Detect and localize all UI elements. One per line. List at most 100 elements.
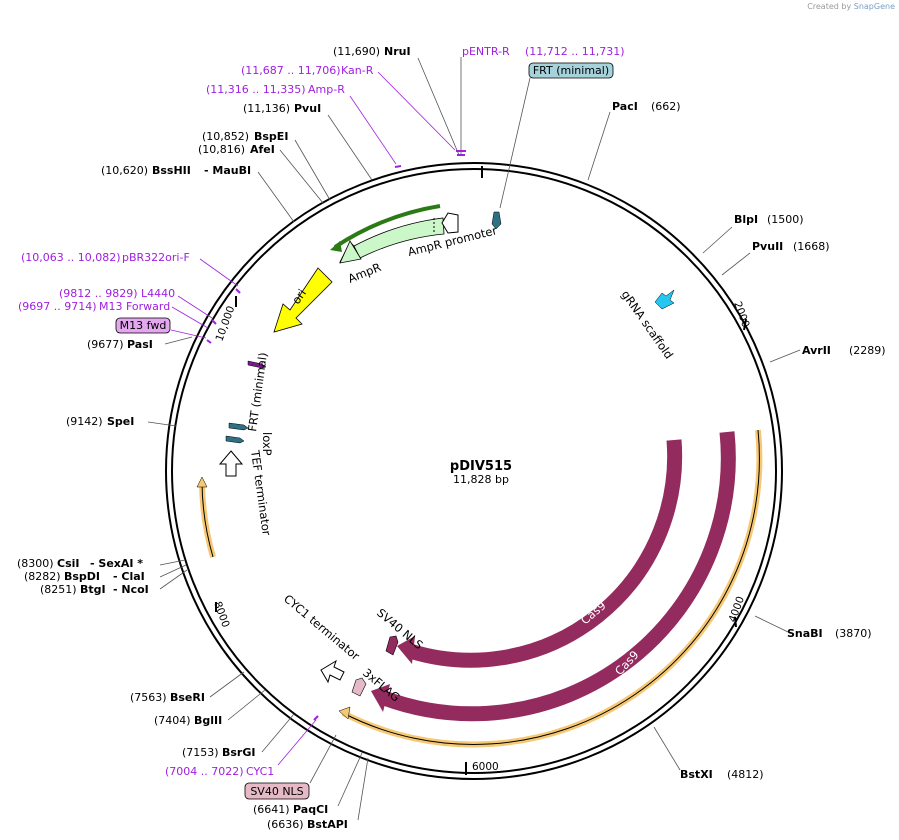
- tick-6000: 6000: [472, 761, 499, 773]
- ampr-feature: [339, 217, 445, 264]
- site-clai: - ClaI: [113, 570, 145, 583]
- primer-l4440-range: (9812 .. 9829): [59, 287, 138, 300]
- threexflag-marker: [351, 677, 367, 697]
- sv40-box: [244, 782, 310, 800]
- site-spei: SpeI: [107, 415, 134, 428]
- site-pasi: PasI: [127, 338, 153, 351]
- sv40-box-label: SV40 NLS: [250, 785, 303, 798]
- site-afei: AfeI: [250, 143, 275, 156]
- site-bsrgi-pos: (7153): [182, 746, 219, 759]
- site-pvuii: PvuII: [752, 240, 783, 253]
- tef-terminator-arrow: [218, 450, 244, 477]
- orf-arcs: [196, 204, 763, 748]
- cas9-inner: [397, 439, 683, 668]
- site-ncoi: - NcoI: [113, 583, 149, 596]
- m13-box-label: M13 fwd: [120, 319, 167, 332]
- site-snabi: SnaBI: [787, 627, 823, 640]
- site-pasi-pos: (9677): [87, 338, 124, 351]
- site-maubi: - MauBI: [204, 164, 251, 177]
- primer-kan-r: Kan-R: [341, 64, 374, 77]
- primer-cyc1: CYC1: [246, 765, 274, 778]
- plasmid-length: 11,828 bp: [453, 473, 509, 486]
- primer-l4440: L4440: [141, 287, 175, 300]
- site-nrui: NruI: [384, 45, 411, 58]
- site-paqci-pos: (6641): [253, 803, 290, 816]
- frt-top-range: (11,712 .. 11,731): [525, 45, 625, 58]
- frt-box-label: FRT (minimal): [533, 64, 609, 77]
- primer-amp-r: Amp-R: [308, 83, 345, 96]
- m13-box: [115, 317, 171, 334]
- frt-top-marker: [491, 211, 502, 230]
- site-avrii-pos: (2289): [849, 344, 886, 357]
- primer-pbr322: pBR322ori-F: [122, 251, 190, 264]
- tick-10000: 10,000: [214, 304, 238, 343]
- grna-scaffold-arrow: [654, 289, 675, 310]
- site-paci-pos: (662): [651, 100, 681, 113]
- site-pvuii-pos: (1668): [793, 240, 830, 253]
- primer-kan-r-range: (11,687 .. 11,706): [241, 64, 341, 77]
- plasmid-name: pDIV515: [450, 459, 512, 474]
- site-csii-pos: (8300): [17, 557, 54, 570]
- site-afei-pos: (10,816): [198, 143, 245, 156]
- site-bstxi-pos: (4812): [727, 768, 764, 781]
- primer-pentr-r: pENTR-R: [462, 45, 510, 58]
- credit: Created by SnapGene: [807, 2, 895, 11]
- ori-feature: [273, 267, 333, 333]
- frt-box: [528, 62, 614, 79]
- site-bstapi: BstAPI: [307, 818, 348, 831]
- site-bsshii: BssHII: [152, 164, 191, 177]
- site-btgi-pos: (8251): [40, 583, 77, 596]
- orf-arc-left-arrow: [196, 476, 208, 488]
- primer-pbr322-range: (10,063 .. 10,082): [21, 251, 121, 264]
- site-bseri-pos: (7563): [130, 691, 167, 704]
- site-spei-pos: (9142): [66, 415, 103, 428]
- primer-m13-forward-range: (9697 .. 9714): [18, 300, 97, 313]
- site-bglii: BglII: [194, 714, 222, 727]
- ampr-label: AmpR: [346, 260, 383, 286]
- site-paqci: PaqCI: [293, 803, 328, 816]
- primer-amp-r-range: (11,316 .. 11,335): [206, 83, 306, 96]
- site-bspdi: BspDI: [64, 570, 100, 583]
- leader-lines: [147, 57, 801, 821]
- sv40-nls-marker: [385, 635, 399, 656]
- backbone-ticks: [215, 166, 747, 775]
- site-bseri: BseRI: [170, 691, 205, 704]
- site-nrui-pos: (11,690): [333, 45, 380, 58]
- site-csii: CsiI: [57, 557, 79, 570]
- cyc1-terminator-arrow: [320, 659, 345, 684]
- site-bspei-pos: (10,852): [202, 130, 249, 143]
- site-pvui-a: PvuI: [294, 102, 321, 115]
- site-btgi: BtgI: [80, 583, 106, 596]
- site-bspdi-pos: (8282): [24, 570, 61, 583]
- site-sexai: - SexAI *: [90, 557, 143, 570]
- cyc1-terminator-label: CYC1 terminator: [281, 592, 362, 664]
- ampr-orf-arc: [333, 204, 441, 249]
- site-bsshii-pos: (10,620): [101, 164, 148, 177]
- site-snabi-pos: (3870): [835, 627, 872, 640]
- tef-terminator-label: TEF terminator: [248, 448, 274, 536]
- orf-arc-right-arrow: [338, 706, 351, 720]
- site-avrii: AvrII: [802, 344, 831, 357]
- primer-leaders: [170, 71, 456, 766]
- site-blpi: BlpI: [734, 213, 758, 226]
- site-paci: PacI: [612, 100, 638, 113]
- primer-m13-forward: M13 Forward: [99, 300, 170, 313]
- site-bspei: BspEI: [254, 130, 288, 143]
- ampr-promoter-arrow: [441, 212, 459, 234]
- site-bglii-pos: (7404): [154, 714, 191, 727]
- primer-markers: [206, 150, 466, 721]
- frt-minimal-marker: [247, 360, 267, 369]
- backbone: [165, 162, 783, 780]
- frt-marker-2: [228, 422, 249, 431]
- snapgene-logo: SnapGene: [853, 2, 895, 11]
- orf-arc-left: [199, 482, 216, 558]
- site-bstxi: BstXI: [680, 768, 713, 781]
- site-pvui-a-pos: (11,136): [243, 102, 290, 115]
- loxp-marker: [225, 435, 245, 444]
- site-blpi-pos: (1500): [767, 213, 804, 226]
- primer-cyc1-range: (7004 .. 7022): [165, 765, 244, 778]
- cas9-outer: [371, 431, 736, 722]
- site-bstapi-pos: (6636): [267, 818, 304, 831]
- tick-2000: 2000: [731, 300, 751, 329]
